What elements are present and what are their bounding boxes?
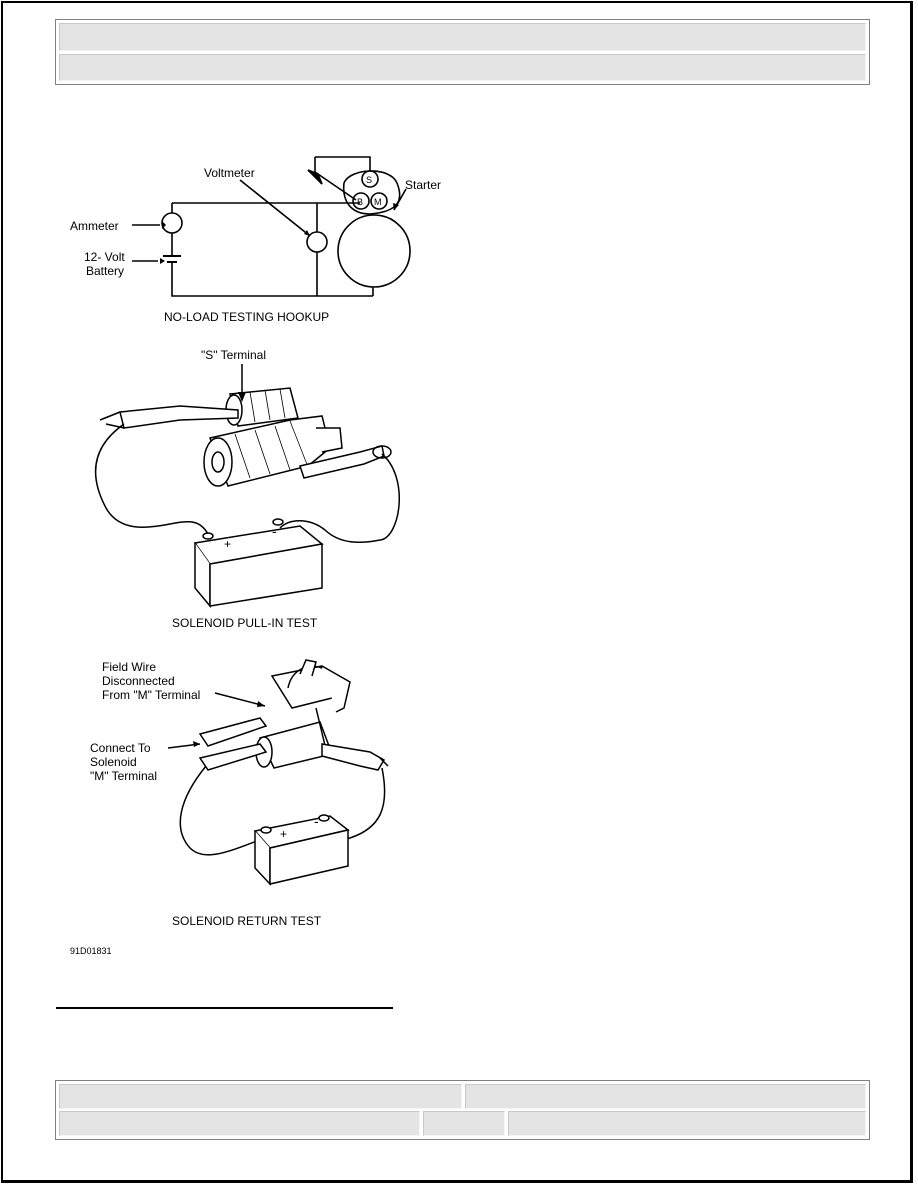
return-test-drawing — [167, 659, 389, 886]
footer-cell-r1c2 — [465, 1084, 866, 1109]
separator-rule — [56, 1007, 393, 1009]
pull-in-caption: SOLENOID PULL-IN TEST — [172, 616, 318, 630]
terminal-m-label: M — [374, 197, 382, 207]
s-terminal-label: "S" Terminal — [201, 348, 266, 362]
header-title-cell — [59, 23, 866, 51]
bottom-wire — [171, 262, 373, 297]
ammeter-symbol — [161, 212, 183, 234]
field-wire-label-line2: Disconnected — [102, 674, 175, 688]
starter-test-figure: Voltmeter Starter Ammeter 12- Volt Batte… — [60, 148, 460, 973]
footer-cell-r2c2 — [423, 1111, 505, 1136]
pull-in-minus-label: - — [272, 523, 277, 539]
battery-label-line1: 12- Volt — [84, 250, 125, 264]
terminal-b-label: B — [357, 197, 363, 207]
figure-id: 91D01831 — [70, 946, 112, 956]
starter-body — [337, 214, 411, 288]
ammeter-label: Ammeter — [70, 219, 119, 233]
starter-label: Starter — [405, 178, 441, 192]
terminal-s-label: S — [366, 175, 372, 185]
voltmeter-label: Voltmeter — [204, 166, 255, 180]
battery-label-line2: Battery — [86, 264, 124, 278]
connect-label-line1: Connect To — [90, 741, 151, 755]
footer-table — [55, 1080, 870, 1140]
field-wire-label-line3: From "M" Terminal — [102, 688, 200, 702]
header-table — [55, 19, 870, 85]
header-subtitle-cell — [59, 54, 866, 81]
return-plus-label: + — [280, 827, 287, 841]
footer-cell-r2c1 — [59, 1111, 420, 1136]
pull-in-plus-label: + — [224, 537, 231, 551]
return-caption: SOLENOID RETURN TEST — [172, 914, 322, 928]
connect-label-line3: "M" Terminal — [90, 769, 157, 783]
footer-cell-r2c3 — [508, 1111, 866, 1136]
field-wire-label-line1: Field Wire — [102, 660, 156, 674]
pull-in-starter-drawing — [95, 364, 401, 609]
no-load-caption: NO-LOAD TESTING HOOKUP — [164, 310, 329, 324]
b-terminal-circle — [352, 192, 370, 210]
starter-test-diagram: Voltmeter Starter Ammeter 12- Volt Batte… — [70, 156, 441, 956]
m-terminal-circle — [370, 192, 388, 210]
footer-cell-r1c1 — [59, 1084, 462, 1109]
connect-label-line2: Solenoid — [90, 755, 137, 769]
return-minus-label: - — [314, 813, 319, 829]
